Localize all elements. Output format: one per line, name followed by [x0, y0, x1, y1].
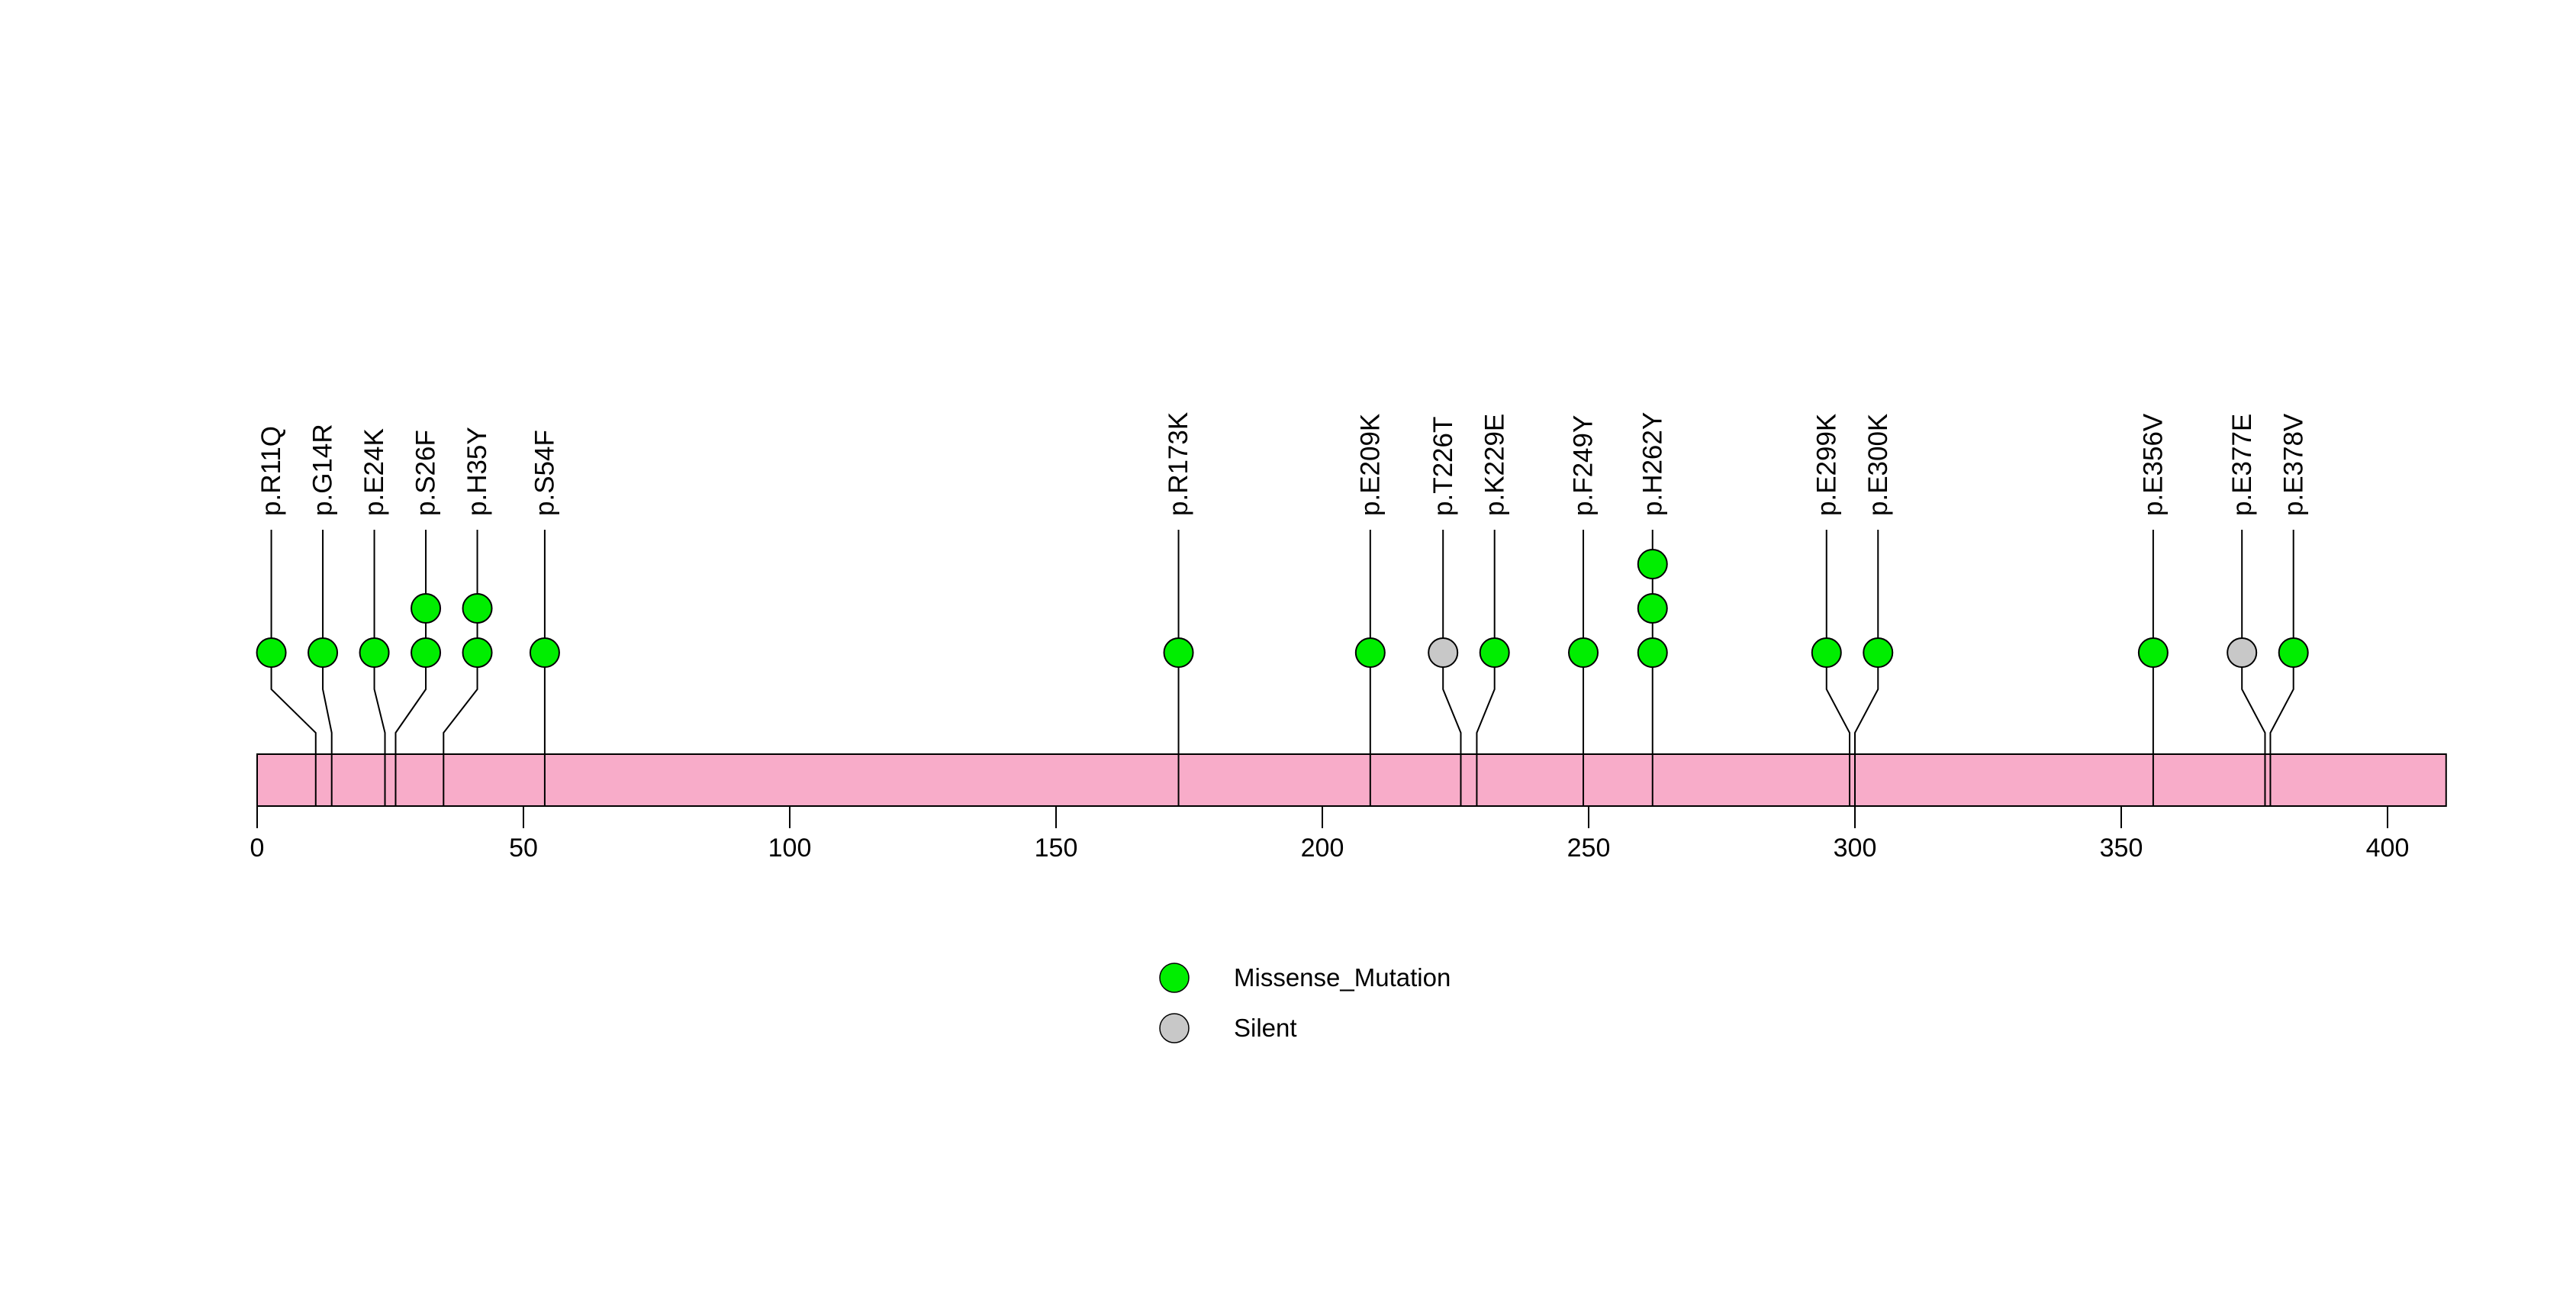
mutation-circle — [1637, 593, 1668, 624]
mutation-label: p.F249Y — [1569, 415, 1599, 516]
mutation-circle — [2227, 637, 2258, 668]
axis-tick-label: 250 — [1567, 834, 1611, 863]
legend-swatch — [1159, 963, 1190, 993]
lollipop-stem — [270, 530, 317, 806]
mutation-circle — [411, 637, 442, 668]
mutation-circle — [1568, 637, 1599, 668]
mutation-circle — [308, 637, 339, 668]
lollipop-stem — [1854, 530, 1879, 806]
axis-tick-label: 150 — [1035, 834, 1078, 863]
mutation-circle — [2137, 637, 2169, 668]
axis-tick-label: 0 — [250, 834, 265, 863]
mutation-label: p.E24K — [359, 428, 389, 516]
mutation-label: p.R11Q — [256, 426, 286, 516]
mutation-circle — [1811, 637, 1842, 668]
mutation-circle — [1163, 637, 1194, 668]
mutation-label: p.E356V — [2138, 413, 2168, 516]
mutation-circle — [462, 593, 493, 624]
protein-bar — [256, 753, 2447, 807]
mutation-label: p.K229E — [1480, 414, 1509, 516]
mutation-label: p.T226T — [1428, 417, 1458, 516]
axis-tick-label: 300 — [1834, 834, 1877, 863]
lollipop-stem — [1825, 530, 1851, 806]
lollipop-stem — [2269, 530, 2294, 806]
lollipop-stem — [1442, 530, 1462, 806]
lollipop-stem — [373, 530, 386, 806]
mutation-label: p.E378V — [2278, 413, 2308, 516]
mutation-label: p.H35Y — [462, 427, 492, 516]
mutation-label: p.E209K — [1355, 414, 1385, 516]
mutation-label: p.E299K — [1811, 414, 1841, 516]
mutation-circle — [1637, 549, 1668, 579]
axis-tick-label: 100 — [768, 834, 812, 863]
mutation-label: p.H262Y — [1637, 412, 1667, 516]
mutation-label: p.E377E — [2227, 414, 2257, 516]
axis-tick-label: 400 — [2366, 834, 2410, 863]
mutation-label: p.S26F — [411, 430, 441, 516]
legend-swatch — [1159, 1013, 1190, 1043]
mutation-circle — [1354, 637, 1386, 668]
mutation-circle — [256, 637, 287, 668]
lollipop-stem — [1476, 530, 1496, 806]
mutation-circle — [2278, 637, 2309, 668]
mutation-circle — [529, 637, 560, 668]
mutation-label: p.G14R — [308, 424, 338, 516]
mutation-circle — [1428, 637, 1459, 668]
mutation-circle — [1479, 637, 1510, 668]
axis-tick-label: 350 — [2100, 834, 2143, 863]
mutation-label: p.S54F — [530, 430, 559, 516]
axis-tick-label: 200 — [1301, 834, 1344, 863]
mutation-circle — [462, 637, 493, 668]
lollipop-stem — [2241, 530, 2266, 806]
mutation-circle — [411, 593, 442, 624]
legend-label: Silent — [1234, 1014, 1297, 1042]
mutation-circle — [1637, 637, 1668, 668]
legend-label: Missense_Mutation — [1234, 963, 1451, 992]
mutation-circle — [1863, 637, 1894, 668]
mutation-circle — [359, 637, 390, 668]
mutation-label: p.E300K — [1863, 414, 1893, 516]
mutation-label: p.R173K — [1164, 412, 1193, 516]
lollipop-stem — [322, 530, 333, 806]
axis-tick-label: 50 — [509, 834, 538, 863]
